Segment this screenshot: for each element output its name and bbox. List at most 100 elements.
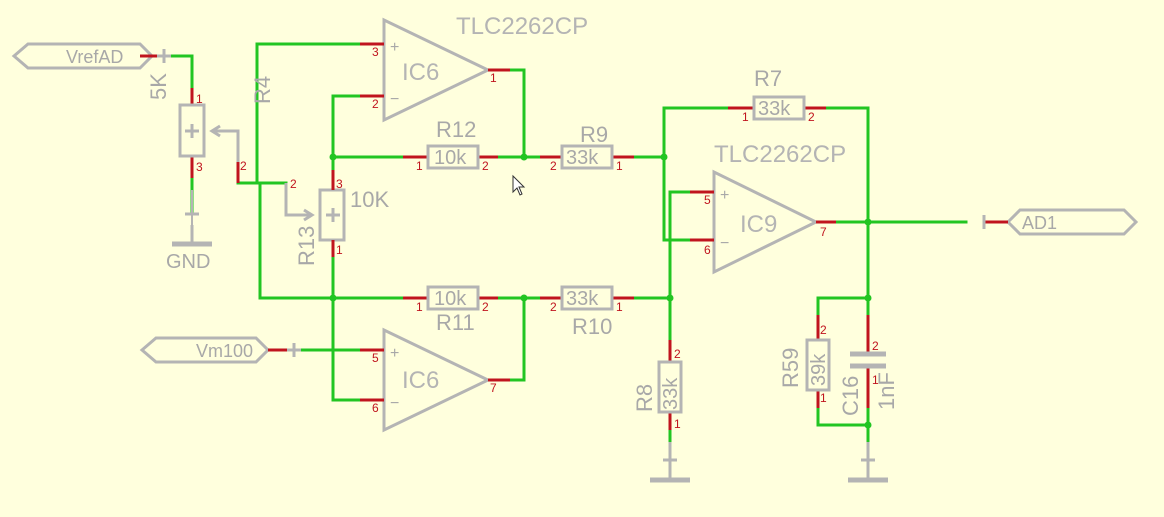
ic6-bottom-name: IC6 (402, 367, 439, 394)
port-vrefad[interactable]: VrefAD (11, 42, 171, 70)
resistor-r7[interactable]: 33k R7 1 2 (728, 66, 826, 124)
svg-text:33k: 33k (566, 147, 599, 169)
r10-label: R10 (572, 314, 612, 339)
opamp-ic6-bottom[interactable]: + − IC6 5 6 7 (360, 327, 510, 433)
svg-text:1: 1 (196, 92, 203, 106)
junction-dot (520, 294, 528, 302)
port-shape (1005, 208, 1139, 236)
svg-text:6: 6 (704, 243, 711, 257)
port-ad1[interactable]: AD1 (982, 208, 1139, 236)
junction-dot (864, 218, 872, 226)
junction-dot (660, 153, 668, 161)
wire-ic6b-6 (331, 296, 362, 402)
resistor-body (426, 285, 480, 311)
svg-text:2: 2 (372, 97, 379, 111)
wire-pot-ic6-3 (236, 42, 362, 185)
wire-r59-bottom (816, 406, 870, 427)
junction-dot (864, 421, 872, 429)
svg-text:7: 7 (820, 225, 827, 239)
resistor-r8[interactable]: 33k R8 2 1 (632, 340, 683, 431)
wire-ic6-out-r12 (496, 68, 526, 159)
svg-text:7: 7 (490, 381, 497, 395)
port-label: VrefAD (66, 47, 123, 67)
pot-name-label: R4 (250, 76, 275, 104)
svg-text:1: 1 (616, 300, 623, 314)
potentiometer-r13[interactable]: 10K R13 3 1 2 (284, 170, 389, 266)
svg-text:2: 2 (550, 159, 557, 173)
wire-r7-left (662, 106, 730, 159)
svg-text:2: 2 (808, 110, 815, 124)
r12-label: R12 (436, 117, 476, 142)
r13-label: R13 (294, 226, 319, 266)
r13-value: 10K (350, 187, 389, 212)
svg-text:−: − (720, 235, 729, 252)
junction-dot (329, 153, 337, 161)
wires (162, 42, 968, 464)
svg-text:6: 6 (372, 401, 379, 415)
svg-text:+: + (390, 39, 399, 56)
resistor-r59[interactable]: 39k R59 2 1 (778, 315, 831, 408)
pot-value-label: 5K (146, 73, 171, 100)
junctions (329, 153, 872, 429)
svg-text:3: 3 (196, 160, 203, 174)
opamp-triangle (382, 327, 492, 433)
ic6-top-name: IC6 (402, 59, 439, 86)
resistor-r11[interactable]: 10k R11 1 2 (403, 285, 498, 335)
resistor-body (560, 144, 614, 170)
resistor-body (805, 338, 831, 392)
r8-label: R8 (632, 384, 657, 412)
r7-label: R7 (754, 66, 782, 91)
svg-text:1: 1 (674, 417, 681, 431)
r11-label: R11 (436, 310, 475, 335)
capacitor-c16[interactable]: C16 1nF 2 1 (838, 315, 899, 416)
svg-text:33k: 33k (660, 377, 682, 410)
svg-text:33k: 33k (758, 98, 791, 120)
svg-text:−: − (390, 395, 399, 412)
potentiometer-r4[interactable]: 1 3 2 5K R4 (146, 73, 275, 225)
svg-text:5: 5 (704, 193, 711, 207)
junction-dot (666, 294, 674, 302)
opamp-ic6-top[interactable]: + − IC6 TLC2262CP 3 2 1 (360, 13, 588, 123)
svg-text:10k: 10k (434, 147, 467, 169)
svg-text:10k: 10k (434, 288, 467, 310)
svg-text:1: 1 (416, 300, 423, 314)
wire-ic6-2-r12 (331, 94, 405, 159)
svg-text:2: 2 (550, 300, 557, 314)
svg-text:33k: 33k (566, 288, 599, 310)
wire-r59-c16-top (816, 296, 870, 317)
resistor-body (657, 360, 683, 414)
resistor-r9[interactable]: 33k R9 2 1 (540, 122, 634, 173)
c16-value: 1nF (874, 372, 899, 410)
mouse-cursor-icon (512, 174, 526, 196)
wire-r9-ic9-6 (632, 155, 692, 242)
svg-text:1: 1 (742, 110, 749, 124)
opamp-triangle (712, 169, 820, 275)
svg-text:+: + (390, 345, 399, 362)
svg-text:2: 2 (240, 159, 247, 173)
svg-text:3: 3 (336, 177, 343, 191)
svg-text:1: 1 (416, 159, 423, 173)
resistor-r10[interactable]: 33k R10 2 1 (540, 285, 634, 339)
resistor-r12[interactable]: 10k R12 1 2 (403, 117, 498, 173)
opamp-ic9[interactable]: + − IC9 TLC2262CP 5 6 7 (690, 141, 846, 275)
svg-text:2: 2 (290, 177, 297, 191)
junction-dot (329, 294, 337, 302)
gnd-symbol-2 (650, 442, 690, 483)
svg-text:2: 2 (872, 339, 879, 353)
svg-text:2: 2 (482, 300, 489, 314)
svg-text:1: 1 (490, 71, 497, 85)
svg-text:2: 2 (820, 323, 827, 337)
ic6-part-label: TLC2262CP (456, 13, 588, 40)
svg-text:1: 1 (616, 159, 623, 173)
ic9-part-label: TLC2262CP (714, 141, 846, 168)
r9-label: R9 (580, 122, 608, 147)
gnd-symbol-1: GND (166, 225, 212, 273)
junction-dot (520, 153, 528, 161)
svg-text:39k: 39k (808, 353, 830, 386)
c16-label: C16 (838, 376, 863, 416)
port-vm100[interactable]: Vm100 (139, 336, 301, 364)
opamp-triangle (382, 17, 492, 123)
ic9-name: IC9 (740, 211, 777, 238)
wire-r10-ic9-5 (632, 190, 692, 300)
